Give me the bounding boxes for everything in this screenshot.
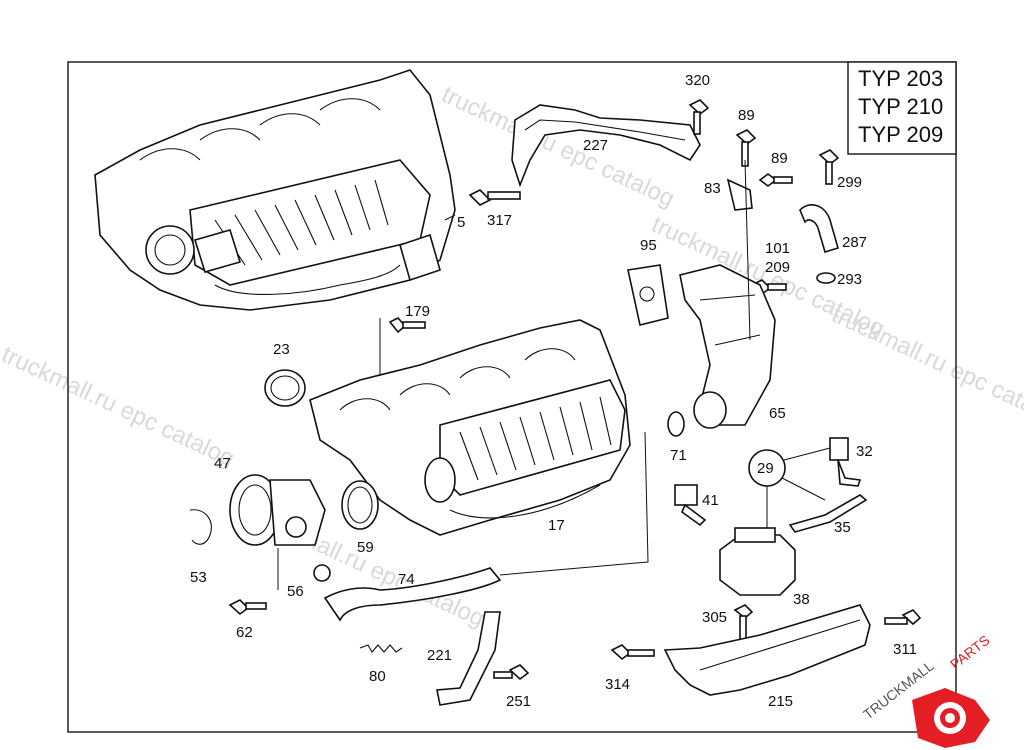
callout-label: 317	[487, 212, 512, 229]
plate-83	[726, 178, 753, 211]
callout-label: 41	[702, 492, 719, 509]
bolt-179	[388, 317, 426, 334]
callout-label: 62	[236, 624, 253, 641]
watermark-text: truckmall.ru epc catalog	[0, 341, 239, 473]
callout-label: 74	[398, 571, 415, 588]
leader-line	[744, 159, 751, 341]
callout-label: 95	[640, 237, 657, 254]
bolt-317	[468, 189, 521, 206]
bolt-311	[884, 609, 922, 626]
callout-label: 89	[771, 150, 788, 167]
throttle-body-47	[229, 474, 326, 546]
callout-label: 209	[765, 259, 790, 276]
clip-53	[189, 509, 212, 545]
bracket-215	[663, 604, 871, 696]
callout-label: 101	[765, 240, 790, 257]
callout-label: 17	[548, 517, 565, 534]
callout-label: 32	[856, 443, 873, 460]
leader-line	[766, 447, 831, 530]
oring-59	[341, 480, 379, 530]
bolt-89b	[758, 173, 793, 187]
actuator-38	[719, 527, 796, 596]
bolt-62	[228, 599, 267, 616]
callout-label: 311	[893, 641, 917, 658]
type-line: TYP 210	[858, 94, 943, 119]
callout-label: 227	[583, 137, 608, 154]
hose-287	[799, 204, 839, 254]
hose-74	[323, 567, 502, 622]
callout-label: 71	[670, 447, 687, 464]
leader-line	[499, 431, 649, 576]
callout-label: 179	[405, 303, 430, 320]
type-line: TYP 209	[858, 122, 943, 147]
type-box: TYP 203 TYP 210 TYP 209	[847, 61, 957, 155]
callout-label: 314	[605, 676, 630, 693]
callout-label: 215	[768, 693, 793, 710]
sensor-41	[674, 484, 707, 527]
callout-label: 59	[357, 539, 374, 556]
callout-label: 320	[685, 72, 710, 89]
diagram-frame	[67, 61, 957, 733]
intake-manifold-upper	[94, 69, 456, 311]
callout-label: 83	[704, 180, 721, 197]
bolt-314	[610, 644, 655, 661]
bolt-251	[493, 664, 530, 681]
elbow-65	[679, 264, 776, 429]
callout-label: 221	[427, 647, 452, 664]
linkage-35	[788, 494, 868, 533]
callout-label: 251	[506, 693, 531, 710]
callout-label: 293	[837, 271, 862, 288]
callout-label: 38	[793, 591, 810, 608]
callout-label: 65	[769, 405, 786, 422]
gasket-95	[627, 264, 669, 326]
callout-label: 47	[214, 455, 231, 472]
oring-56	[313, 564, 331, 582]
watermark-text: truckmall.ru epc catalog	[827, 301, 1024, 433]
bracket-227	[511, 104, 701, 188]
intake-manifold-lower	[309, 319, 631, 536]
type-line: TYP 203	[858, 66, 943, 91]
callout-label: 299	[837, 174, 862, 191]
callout-label: 29	[757, 460, 774, 477]
callout-label: 287	[842, 234, 867, 251]
callout-label: 53	[190, 569, 207, 586]
bolt-305	[733, 604, 754, 641]
callout-label: 35	[834, 519, 851, 536]
bolt-299	[818, 149, 840, 185]
callout-label: 56	[287, 583, 304, 600]
oring-293	[816, 272, 836, 284]
callout-label: 89	[738, 107, 755, 124]
truckmall-logo: TRUCKMALL PARTS	[860, 632, 993, 748]
callout-label: 23	[273, 341, 290, 358]
callout-label: 305	[702, 609, 727, 626]
bolt-320	[688, 99, 710, 135]
oring-71	[667, 411, 685, 437]
leader-line	[444, 214, 456, 221]
svg-text:PARTS: PARTS	[947, 632, 993, 673]
sensor-32	[829, 437, 862, 487]
callout-label: 80	[369, 668, 386, 685]
bracket-221	[436, 611, 501, 706]
bolt-89	[735, 129, 757, 167]
callout-labels: 5 317 227 320 89 89 299 83 287 95 101 20…	[190, 72, 917, 710]
callout-label: 5	[457, 214, 465, 231]
spring-80	[359, 644, 403, 653]
